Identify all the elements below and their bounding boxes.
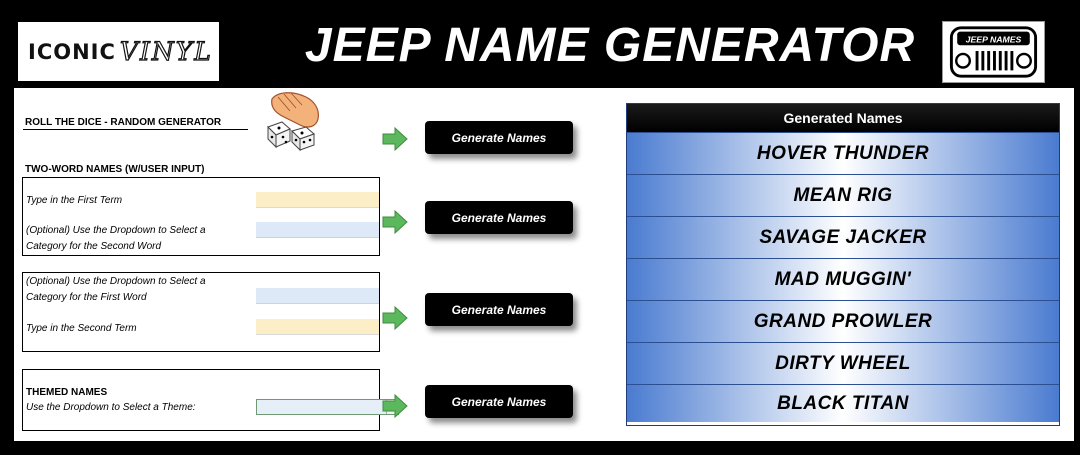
generated-name-row: DIRTY WHEEL <box>627 342 1059 384</box>
dice-heading-underline <box>23 129 248 130</box>
second-category-label-line2: Category for the Second Word <box>26 241 162 252</box>
first-term-input[interactable] <box>256 192 379 208</box>
iconic-vinyl-logo: ICONIC VINYL <box>18 22 219 81</box>
generated-names-table: Generated Names HOVER THUNDER MEAN RIG S… <box>626 103 1060 426</box>
generated-name-row: BLACK TITAN <box>627 384 1059 422</box>
generated-name-row: MEAN RIG <box>627 174 1059 216</box>
second-term-input[interactable] <box>256 319 379 335</box>
themed-arrow-icon <box>382 394 408 418</box>
two-word-box-second-term: (Optional) Use the Dropdown to Select a … <box>22 272 380 352</box>
logo-word-vinyl: VINYL <box>119 36 213 66</box>
theme-dropdown[interactable]: ▼ <box>256 399 399 415</box>
generated-name-row: HOVER THUNDER <box>627 132 1059 174</box>
themed-generate-button[interactable]: Generate Names <box>425 385 573 418</box>
box1-generate-button[interactable]: Generate Names <box>425 201 573 234</box>
first-term-label: Type in the First Term <box>26 195 123 206</box>
box1-arrow-icon <box>382 210 408 234</box>
box2-generate-button[interactable]: Generate Names <box>425 293 573 326</box>
themed-label: Use the Dropdown to Select a Theme: <box>26 402 196 413</box>
second-term-label: Type in the Second Term <box>26 323 137 334</box>
generated-name-row: GRAND PROWLER <box>627 300 1059 342</box>
dice-section-heading: ROLL THE DICE - RANDOM GENERATOR <box>25 117 222 128</box>
first-category-label-line1: (Optional) Use the Dropdown to Select a <box>26 276 206 287</box>
generated-names-header: Generated Names <box>627 104 1059 132</box>
main-panel: ROLL THE DICE - RANDOM GENERATOR Generat… <box>14 88 1074 441</box>
hand-dice-icon <box>264 89 324 151</box>
first-category-dropdown[interactable] <box>256 288 379 304</box>
page-title: JEEP NAME GENERATOR <box>304 19 916 72</box>
themed-names-box: THEMED NAMES Use the Dropdown to Select … <box>22 369 399 431</box>
generated-name-row: SAVAGE JACKER <box>627 216 1059 258</box>
logo-word-iconic: ICONIC <box>28 39 116 64</box>
first-category-label-line2: Category for the First Word <box>26 292 147 303</box>
second-category-label-line1: (Optional) Use the Dropdown to Select a <box>26 225 206 236</box>
generated-name-row: MAD MUGGIN' <box>627 258 1059 300</box>
box2-arrow-icon <box>382 306 408 330</box>
two-word-box-first-term: Type in the First Term (Optional) Use th… <box>22 177 380 256</box>
jeep-grille-icon: JEEP NAMES <box>949 26 1038 78</box>
dice-generate-button[interactable]: Generate Names <box>425 121 573 154</box>
jeep-names-logo: JEEP NAMES <box>942 21 1045 83</box>
themed-section-heading: THEMED NAMES <box>26 387 108 398</box>
jeep-names-logo-text: JEEP NAMES <box>966 34 1022 44</box>
two-word-section-heading: TWO-WORD NAMES (W/USER INPUT) <box>25 164 205 175</box>
dice-arrow-icon <box>382 127 408 151</box>
second-category-dropdown[interactable] <box>256 222 379 238</box>
